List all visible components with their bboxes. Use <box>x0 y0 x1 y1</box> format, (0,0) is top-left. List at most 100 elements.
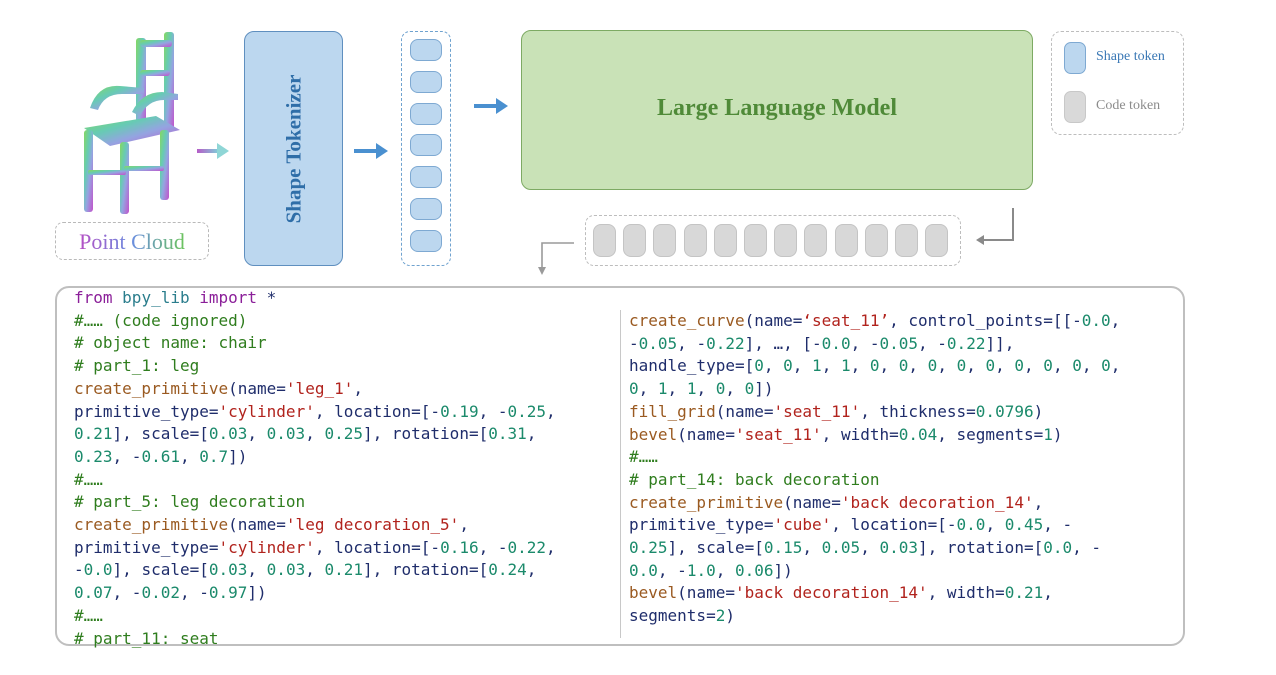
code-token-text: from <box>74 288 113 307</box>
code-token-text: , - <box>179 583 209 603</box>
code-token-text: (name= <box>677 424 735 444</box>
code-token-text: , - <box>1043 515 1073 535</box>
code-token-text: , - <box>677 333 707 353</box>
code-token-text: 0 <box>1072 356 1082 376</box>
code-token-text: 1 <box>812 356 822 376</box>
code-token-text: create_primitive <box>74 515 229 535</box>
code-line: segments=2) <box>629 605 1120 628</box>
code-token-text: #…… <box>74 605 103 625</box>
code-token-text: #…… <box>629 447 658 467</box>
code-line: #…… (code ignored) <box>74 310 556 333</box>
code-token-text: 0 <box>898 356 909 376</box>
code-token-text: #…… (code ignored) <box>74 310 248 330</box>
down-arrow-icon <box>538 242 574 275</box>
code-token-text: , - <box>850 333 880 353</box>
code-token-text: , - <box>112 583 142 603</box>
code-token <box>713 224 737 257</box>
code-token-text: 'seat_11' <box>773 401 861 421</box>
code-token-text: , control_points=[[- <box>889 311 1082 330</box>
shape-token-swatch <box>1064 42 1086 74</box>
code-line: 0.07, -0.02, -0.97]) <box>74 582 556 605</box>
code-token <box>683 224 707 257</box>
arrow-right-icon <box>474 98 508 114</box>
code-token-text: , <box>879 356 899 376</box>
code-token-text: , <box>937 356 957 376</box>
code-token-text: - <box>629 333 639 353</box>
code-token-text: , <box>546 401 556 421</box>
code-token-text: , <box>763 356 784 376</box>
code-line: bevel(name='seat_11', width=0.04, segmen… <box>629 424 1120 447</box>
code-token-text: 0.22 <box>946 333 986 353</box>
code-token-text: 0.03 <box>208 560 248 580</box>
code-token-text: 0.19 <box>440 401 479 421</box>
code-token-text: 0 <box>629 379 639 399</box>
code-token <box>623 224 647 257</box>
code-token-text: 0.23 <box>74 446 113 466</box>
code-token-text: 0 <box>1043 356 1053 376</box>
code-token-text: 'cube' <box>773 515 832 535</box>
code-token-text: , thickness= <box>860 401 976 421</box>
code-token-text: 0.03 <box>266 424 306 444</box>
code-token-text: , <box>1081 356 1102 376</box>
code-token-text: , - <box>478 401 508 421</box>
code-token-text: , <box>1110 311 1121 330</box>
code-token-text: 0.03 <box>208 424 248 444</box>
code-token-text: , <box>995 356 1015 376</box>
legend-shape-token-label: Shape token <box>1096 49 1165 64</box>
code-token-text: , <box>1052 356 1073 376</box>
code-token-text: ‘seat_11’ <box>802 311 890 330</box>
code-token <box>653 224 677 257</box>
code-token-swatch <box>1064 91 1086 123</box>
code-line: fill_grid(name='seat_11', thickness=0.07… <box>629 401 1120 424</box>
code-token-text: 'back decoration_14' <box>734 583 928 603</box>
code-line: create_primitive(name='back decoration_1… <box>629 492 1120 515</box>
code-token-text: ) <box>725 606 735 626</box>
code-line: handle_type=[0, 0, 1, 1, 0, 0, 0, 0, 0, … <box>629 355 1120 378</box>
code-token-text: ]) <box>247 583 267 603</box>
code-token-text: handle_type=[ <box>629 356 755 376</box>
code-token <box>804 224 828 257</box>
code-token-text: import <box>199 288 258 307</box>
code-token <box>774 224 798 257</box>
legend: Shape token Code token <box>1051 31 1184 135</box>
code-token-text: 0.03 <box>266 560 306 580</box>
code-token-text: 'leg decoration_5' <box>285 515 460 535</box>
code-token-text: 0.21 <box>324 560 363 580</box>
code-token-text: ) <box>1033 401 1044 421</box>
code-line: create_primitive(name='leg decoration_5'… <box>74 514 556 537</box>
shape-token <box>410 166 442 189</box>
code-token-text: ], scale=[ <box>112 424 209 444</box>
code-token-text: ]], <box>985 333 1015 353</box>
code-token-text: primitive_type= <box>74 537 219 557</box>
code-token-text: , - <box>478 537 508 557</box>
point-cloud-text: Point Cloud <box>79 229 185 254</box>
code-token-text: , <box>1024 356 1044 376</box>
code-token-text: primitive_type= <box>74 401 219 421</box>
code-line: -0.0], scale=[0.03, 0.03, 0.21], rotatio… <box>74 559 556 582</box>
code-token-text: 0.0 <box>821 333 851 353</box>
code-line: bevel(name='back decoration_14', width=0… <box>629 582 1120 605</box>
code-token-text: 0.0 <box>83 560 113 580</box>
code-token-text: 1 <box>657 379 668 399</box>
code-token-text: , <box>305 560 325 580</box>
shape-token <box>410 198 442 220</box>
code-token-text: 0.15 <box>763 538 803 558</box>
code-token-text: 0.05 <box>821 538 861 558</box>
code-token-text: 0 <box>985 356 996 376</box>
code-token-text: 0 <box>1101 356 1111 376</box>
shape-token <box>410 134 442 157</box>
code-token-text: , <box>247 560 267 580</box>
code-token-text: , <box>966 356 986 376</box>
code-token-text: 0.04 <box>898 424 938 444</box>
code-token-text: , location=[- <box>314 401 441 421</box>
code-line: 0.23, -0.61, 0.7]) <box>74 446 556 469</box>
code-token-text: create_primitive <box>74 378 229 398</box>
code-token-text: , <box>821 356 841 376</box>
code-line: -0.05, -0.22], …, [-0.0, -0.05, -0.22]], <box>629 333 1120 356</box>
code-token-text: 0 <box>783 356 793 376</box>
code-line: 0.21], scale=[0.03, 0.03, 0.25], rotatio… <box>74 423 556 446</box>
code-token-text: , <box>802 538 822 558</box>
code-token-text: 0.0 <box>1081 311 1111 330</box>
code-token-text: # part_5: leg decoration <box>74 492 306 512</box>
code-token-text: (name= <box>783 492 841 512</box>
